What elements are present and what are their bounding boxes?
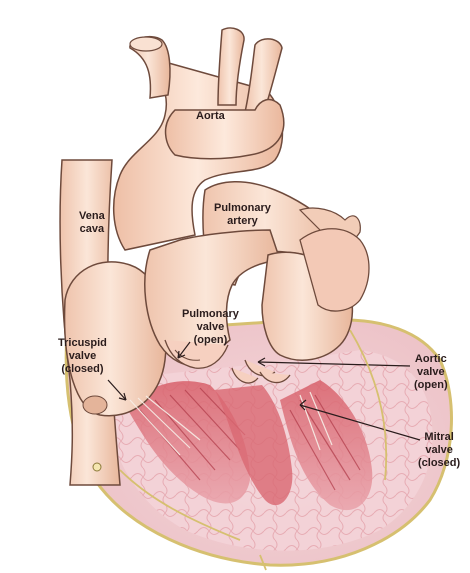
pulmonary-artery-label-line2: artery (214, 215, 271, 228)
label-pulmonary-artery: Pulmonary artery (214, 202, 271, 228)
pulmonary-valve-label-line3: (open) (182, 334, 239, 347)
mitral-valve-label-line2: valve (418, 444, 460, 457)
label-vena-cava: Vena cava (79, 210, 105, 236)
branch-opening-1 (130, 37, 162, 51)
pulmonary-valve-label-line2: valve (182, 321, 239, 334)
aortic-valve-label-line3: (open) (414, 379, 448, 392)
mitral-valve-label-line1: Mitral (418, 431, 460, 444)
mitral-valve-label-line3: (closed) (418, 457, 460, 470)
label-aortic-valve: Aortic valve (open) (414, 353, 448, 392)
vena-cava-label-line1: Vena (79, 210, 105, 223)
vessel-dot (93, 463, 101, 471)
label-aorta: Aorta (196, 110, 225, 123)
pulmonary-valve-label-line1: Pulmonary (182, 308, 239, 321)
tricuspid-valve-label-line1: Tricuspid (58, 337, 107, 350)
aortic-valve-label-line2: valve (414, 366, 448, 379)
pulmonary-artery-label-line1: Pulmonary (214, 202, 271, 215)
tricuspid-valve-label-line2: valve (58, 350, 107, 363)
label-tricuspid-valve: Tricuspid valve (closed) (58, 337, 107, 376)
label-pulmonary-valve: Pulmonary valve (open) (182, 308, 239, 347)
coronary-sinus (83, 396, 107, 414)
label-mitral-valve: Mitral valve (closed) (418, 431, 460, 470)
vena-cava-label-line2: cava (79, 223, 105, 236)
aorta-label-line1: Aorta (196, 110, 225, 123)
tricuspid-valve-label-line3: (closed) (58, 363, 107, 376)
aortic-valve-label-line1: Aortic (414, 353, 448, 366)
